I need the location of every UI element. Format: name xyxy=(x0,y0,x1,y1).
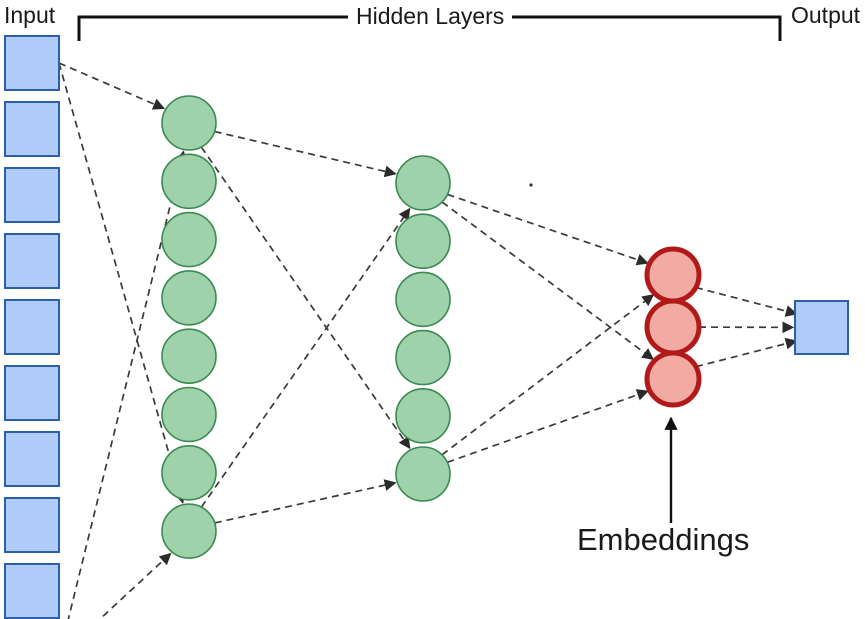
stray-dot-artifact xyxy=(529,183,533,187)
connection-input.9-to-hidden-1.0 xyxy=(67,150,187,619)
hidden-node-hidden-2-4 xyxy=(395,387,451,444)
connection-hidden-1.0-to-hidden-2.5 xyxy=(200,146,411,450)
hidden-layers-bracket xyxy=(77,15,782,41)
embedding-node-embeddings-0 xyxy=(644,246,702,304)
hidden-node-hidden-1-6 xyxy=(161,444,217,501)
hidden-node-hidden-2-2 xyxy=(395,271,451,328)
hidden-node-hidden-1-7 xyxy=(161,503,217,559)
connection-hidden-1.7-to-hidden-2.0 xyxy=(200,207,411,508)
input-node-0 xyxy=(4,35,60,91)
embedding-node-embeddings-1 xyxy=(644,298,702,356)
hidden-node-hidden-2-5 xyxy=(395,446,451,502)
connection-input.0-to-hidden-1.7 xyxy=(58,62,186,504)
hidden-node-hidden-2-3 xyxy=(395,329,451,386)
connection-embeddings.0-to-output.0 xyxy=(695,286,798,317)
input-node-7 xyxy=(4,497,60,553)
connection-embeddings.2-to-output.0 xyxy=(695,337,798,368)
connection-hidden-1.0-to-hidden-2.0 xyxy=(214,130,397,178)
connection-hidden-1.7-to-hidden-2.5 xyxy=(214,479,397,524)
output-node-0 xyxy=(794,300,849,355)
connection-hidden-2.5-to-embeddings.0 xyxy=(441,294,655,456)
hidden-node-hidden-1-4 xyxy=(161,328,217,385)
connection-hidden-2.0-to-embeddings.0 xyxy=(447,193,649,266)
connection-input.0-to-hidden-1.0 xyxy=(58,62,166,110)
input-node-6 xyxy=(4,431,60,487)
input-node-5 xyxy=(4,365,60,421)
embeddings-label: Embeddings xyxy=(577,522,750,557)
connection-hidden-2.5-to-embeddings.2 xyxy=(447,389,649,464)
connection-input.9-to-hidden-1.7 xyxy=(98,552,172,619)
input-node-1 xyxy=(4,101,60,157)
bracket-right-segment xyxy=(512,15,782,41)
hidden-node-hidden-1-2 xyxy=(161,211,217,268)
input-label: Input xyxy=(4,2,56,28)
hidden-node-hidden-2-0 xyxy=(395,155,451,211)
hidden-node-hidden-1-3 xyxy=(161,270,217,326)
connection-hidden-2.0-to-embeddings.2 xyxy=(441,201,655,360)
hidden-node-hidden-2-1 xyxy=(395,213,451,269)
network-nodes xyxy=(4,35,849,619)
input-node-8 xyxy=(4,563,60,619)
input-node-4 xyxy=(4,299,60,355)
hidden-layers-label: Hidden Layers xyxy=(352,5,509,28)
input-node-2 xyxy=(4,167,60,223)
embedding-node-embeddings-2 xyxy=(644,350,702,408)
input-node-3 xyxy=(4,233,60,289)
bracket-left-segment xyxy=(77,15,348,41)
hidden-node-hidden-1-1 xyxy=(161,153,217,210)
hidden-node-hidden-1-5 xyxy=(161,386,217,443)
output-label: Output xyxy=(791,2,861,28)
hidden-node-hidden-1-0 xyxy=(161,95,217,151)
